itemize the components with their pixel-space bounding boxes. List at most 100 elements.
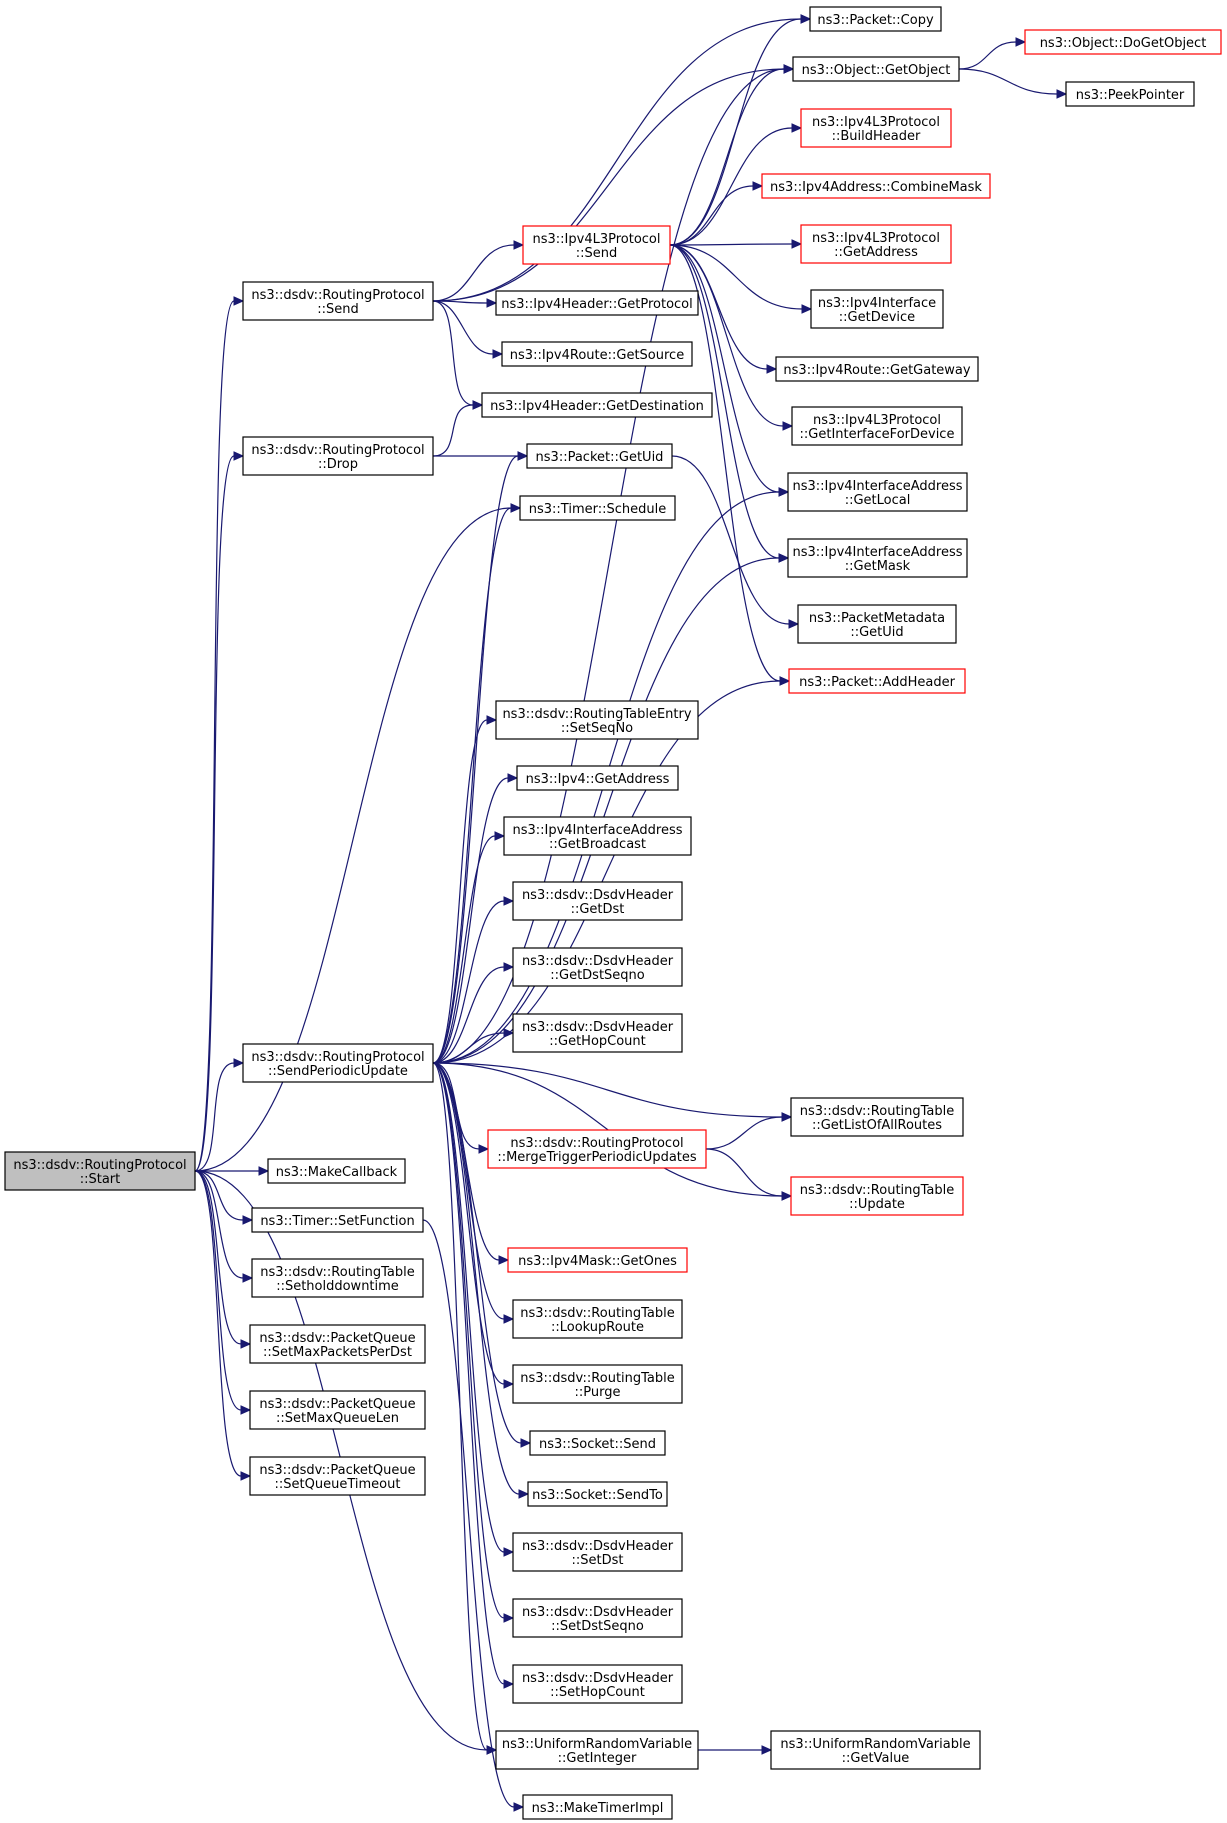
node-urv-getvalue[interactable]: ns3::UniformRandomVariable::GetValue [770,1730,981,1770]
edge-line [194,1062,235,1172]
edge-arrowhead [498,1255,510,1265]
node-ipv4if-getdevice[interactable]: ns3::Ipv4Interface::GetDevice [810,289,944,329]
node-rt-setholddown[interactable]: ns3::dsdv::RoutingTable::Setholddowntime [251,1258,424,1298]
node-box [242,436,434,476]
node-packet-addheader[interactable]: ns3::Packet::AddHeader [788,668,966,694]
edge-arrowhead [761,1745,773,1755]
node-timer-schedule[interactable]: ns3::Timer::Schedule [519,495,676,521]
node-rp-send[interactable]: ns3::dsdv::RoutingProtocol::Send [242,281,434,321]
edge-start-to-timer_setfunction [194,1170,254,1225]
edge-arrowhead [503,896,515,906]
node-timer-setfunction[interactable]: ns3::Timer::SetFunction [251,1207,424,1233]
node-ipv4l3-buildheader[interactable]: ns3::Ipv4L3Protocol::BuildHeader [800,108,952,148]
edge-arrowhead [242,1273,254,1283]
edge-arrowhead [242,1215,254,1225]
edge-line [194,1170,242,1477]
edge-arrowhead [240,1405,252,1415]
node-label-line: ::Send [317,302,359,317]
node-rt-update[interactable]: ns3::dsdv::RoutingTable::Update [790,1176,964,1216]
node-ipv4h-getdest[interactable]: ns3::Ipv4Header::GetDestination [481,392,713,418]
node-box [792,56,960,82]
node-label-line: ::SetSeqNo [561,721,633,736]
node-pm-getuid[interactable]: ns3::PacketMetadata::GetUid [797,604,957,644]
node-dh-gethopcount[interactable]: ns3::dsdv::DsdvHeader::GetHopCount [512,1013,683,1053]
edge-line [432,1062,783,1118]
node-label-line: ::SetDst [572,1553,624,1568]
node-rt-lookuproute[interactable]: ns3::dsdv::RoutingTable::LookupRoute [512,1299,683,1339]
edge-line [422,1219,515,1808]
node-start[interactable]: ns3::dsdv::RoutingProtocol::Start [4,1151,196,1191]
node-peekpointer[interactable]: ns3::PeekPointer [1065,81,1195,107]
edge-arrowhead [503,1314,515,1324]
node-ipv4ia-getlocal[interactable]: ns3::Ipv4InterfaceAddress::GetLocal [787,472,968,512]
node-rp-mergetrigger[interactable]: ns3::dsdv::RoutingProtocol::MergeTrigger… [487,1129,707,1169]
node-ipv4-getaddress[interactable]: ns3::Ipv4::GetAddress [516,765,679,791]
node-object-getobject[interactable]: ns3::Object::GetObject [792,56,960,82]
node-box [495,700,699,740]
edge-start-to-rp_spu [194,1058,245,1172]
node-dh-getdst[interactable]: ns3::dsdv::DsdvHeader::GetDst [512,881,683,921]
node-rp-drop[interactable]: ns3::dsdv::RoutingProtocol::Drop [242,436,434,476]
node-rte-setseqno[interactable]: ns3::dsdv::RoutingTableEntry::SetSeqNo [495,700,699,740]
node-label-line: ns3::dsdv::DsdvHeader [522,954,674,969]
node-ipv4addr-combinemask[interactable]: ns3::Ipv4Address::CombineMask [761,173,991,199]
node-maketimerimpl[interactable]: ns3::MakeTimerImpl [522,1794,673,1820]
node-label-line: ::GetDevice [839,310,915,325]
node-ipv4route-getsource[interactable]: ns3::Ipv4Route::GetSource [501,341,693,367]
node-label-line: ns3::Ipv4InterfaceAddress [512,823,682,838]
edge-ipv4l3_send-to-ipv4addr_combinemask [669,181,764,246]
edge-arrowhead [801,304,813,314]
node-box [788,668,966,694]
node-ipv4route-getgateway[interactable]: ns3::Ipv4Route::GetGateway [775,356,979,382]
node-pq-setmaxlen[interactable]: ns3::dsdv::PacketQueue::SetMaxQueueLen [249,1390,426,1430]
node-label-line: ns3::dsdv::PacketQueue [259,1331,415,1346]
node-label-line: ns3::dsdv::RoutingTable [520,1306,675,1321]
edge-line [194,1170,242,1411]
node-label-line: ns3::Object::GetObject [802,63,951,78]
node-packet-getuid[interactable]: ns3::Packet::GetUid [526,443,673,469]
node-ipv4ia-getmask[interactable]: ns3::Ipv4InterfaceAddress::GetMask [787,538,968,578]
node-urv-getinteger[interactable]: ns3::UniformRandomVariable::GetInteger [495,1730,699,1770]
node-box [501,341,693,367]
node-ipv4h-getprotocol[interactable]: ns3::Ipv4Header::GetProtocol [495,290,699,316]
node-label-line: ns3::Ipv4Route::GetGateway [783,363,970,378]
node-label-line: ::Update [849,1197,905,1212]
node-rp-spu[interactable]: ns3::dsdv::RoutingProtocol::SendPeriodic… [242,1043,434,1083]
node-label-line: ns3::MakeTimerImpl [532,1801,664,1816]
node-object-dogetobject[interactable]: ns3::Object::DoGetObject [1024,29,1222,55]
node-packet-copy[interactable]: ns3::Packet::Copy [809,6,942,32]
edge-line [432,1062,505,1685]
node-makecallback[interactable]: ns3::MakeCallback [267,1158,406,1184]
node-socket-send[interactable]: ns3::Socket::Send [529,1430,666,1456]
node-box [800,224,952,264]
node-ipv4ia-getbroadcast[interactable]: ns3::Ipv4InterfaceAddress::GetBroadcast [503,816,692,856]
node-dh-sethopcount[interactable]: ns3::dsdv::DsdvHeader::SetHopCount [512,1664,683,1704]
node-dh-setdstseqno[interactable]: ns3::dsdv::DsdvHeader::SetDstSeqno [512,1598,683,1638]
edge-start-to-rp_send [194,296,245,1172]
node-box [775,356,979,382]
node-dh-setdst[interactable]: ns3::dsdv::DsdvHeader::SetDst [512,1532,683,1572]
edge-line [432,835,496,1064]
edge-line [432,300,474,406]
edge-line [194,1170,244,1221]
edge-line [432,777,509,1064]
node-label-line: ns3::Ipv4::GetAddress [526,772,670,787]
edge-arrowhead [503,1379,515,1389]
edge-arrowhead [513,240,525,250]
node-ipv4l3-send[interactable]: ns3::Ipv4L3Protocol::Send [522,225,671,265]
edge-rp_spu-to-ipv4ia_getbroadcast [432,831,506,1064]
node-ipv4mask-getones[interactable]: ns3::Ipv4Mask::GetOnes [507,1247,688,1273]
node-rt-purge[interactable]: ns3::dsdv::RoutingTable::Purge [512,1364,683,1404]
edge-arrowhead [503,1028,515,1038]
node-dh-getdstseqno[interactable]: ns3::dsdv::DsdvHeader::GetDstSeqno [512,947,683,987]
node-ipv4l3-getiffordevice[interactable]: ns3::Ipv4L3Protocol::GetInterfaceForDevi… [791,406,963,446]
node-socket-sendto[interactable]: ns3::Socket::SendTo [527,1481,668,1507]
node-pq-setmaxpkts[interactable]: ns3::dsdv::PacketQueue::SetMaxPacketsPer… [249,1324,426,1364]
edge-arrowhead [507,773,519,783]
node-pq-settimeout[interactable]: ns3::dsdv::PacketQueue::SetQueueTimeout [249,1456,426,1496]
node-rt-getlistofallroutes[interactable]: ns3::dsdv::RoutingTable::GetListOfAllRou… [790,1097,964,1137]
edge-arrowhead [791,123,803,133]
edge-rp_mergetrigger-to-rt_getlistofallroutes [705,1112,793,1150]
node-ipv4l3-getaddress[interactable]: ns3::Ipv4L3Protocol::GetAddress [800,224,952,264]
edge-line [432,680,781,1064]
